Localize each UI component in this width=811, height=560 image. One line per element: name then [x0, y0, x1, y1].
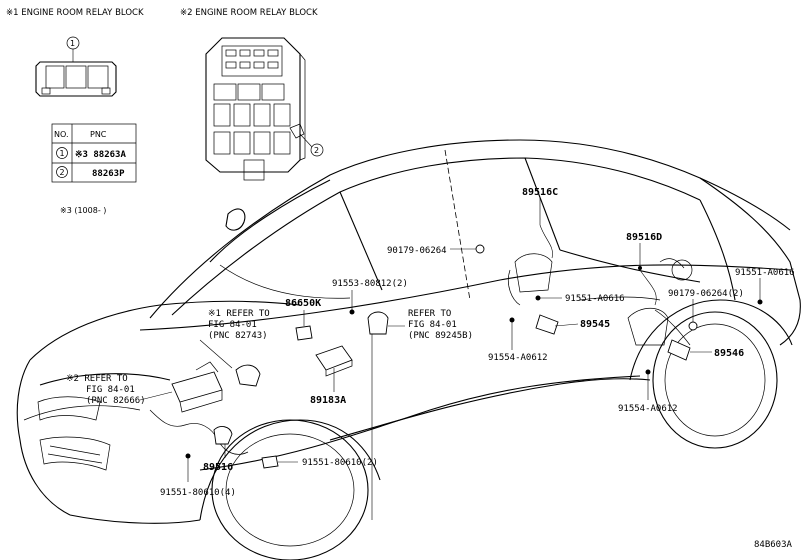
relay-block-2-drawing: 2: [205, 37, 324, 181]
table-header-no: NO.: [54, 130, 69, 139]
label-90179-06264-2: 90179-06264(2): [668, 289, 744, 299]
label-91551-A0616-mid: 91551-A0616: [565, 294, 625, 304]
refer-1-line-2: FIG 84-01: [208, 320, 257, 330]
refer-3-line-1: REFER TO: [408, 309, 451, 319]
label-86650K: 86650K: [285, 298, 321, 309]
label-91554-A0612-mid: 91554-A0612: [488, 353, 548, 363]
label-91554-A0612-right: 91554-A0612: [618, 404, 678, 414]
figure-code: 84B603A: [754, 540, 793, 550]
refer-3-line-3: (PNC 89245B): [408, 331, 473, 341]
label-89516: 89516: [203, 462, 233, 473]
label-91551-80610-4: 91551-80610(4): [160, 488, 236, 498]
callout-1: 1: [70, 39, 75, 48]
label-90179-06264: 90179-06264: [387, 246, 447, 256]
table-row-1-no: 1: [60, 149, 65, 158]
table-row-1-pnc: ※3 88263A: [75, 150, 126, 160]
label-89546: 89546: [714, 348, 744, 359]
refer-2-line-1: ※2 REFER TO: [66, 374, 128, 384]
label-91551-A0616-right: 91551-A0616: [735, 268, 795, 278]
parts-group: [139, 198, 763, 520]
table-row-2-pnc: 88263P: [92, 169, 125, 179]
car-body-outline: [16, 139, 801, 560]
refer-2-line-2: FIG 84-01: [86, 385, 135, 395]
label-89545: 89545: [580, 319, 610, 330]
refer-1-line-3: (PNC 82743): [208, 331, 268, 341]
callout-2: 2: [314, 146, 319, 155]
label-89516D: 89516D: [626, 232, 662, 243]
refer-2-line-3: (PNC 82666): [86, 396, 146, 406]
label-91553-80812: 91553-80812(2): [332, 279, 408, 289]
pnc-table: NO. PNC 1 ※3 88263A 2 88263P: [51, 123, 137, 183]
table-row-2-no: 2: [60, 168, 65, 177]
footnote-3: ※3 (1008- ): [60, 206, 106, 215]
label-91551-80610-2: 91551-80610(2): [302, 458, 378, 468]
relay-block-2-title: ※2 ENGINE ROOM RELAY BLOCK: [180, 8, 318, 18]
relay-block-1-title: ※1 ENGINE ROOM RELAY BLOCK: [6, 8, 144, 18]
refer-1-line-1: ※1 REFER TO: [208, 309, 270, 319]
table-header-pnc: PNC: [90, 130, 107, 139]
label-89183A: 89183A: [310, 395, 346, 406]
relay-block-1-drawing: 1: [35, 36, 117, 97]
label-89516C: 89516C: [522, 187, 558, 198]
refer-3-line-2: FIG 84-01: [408, 320, 457, 330]
